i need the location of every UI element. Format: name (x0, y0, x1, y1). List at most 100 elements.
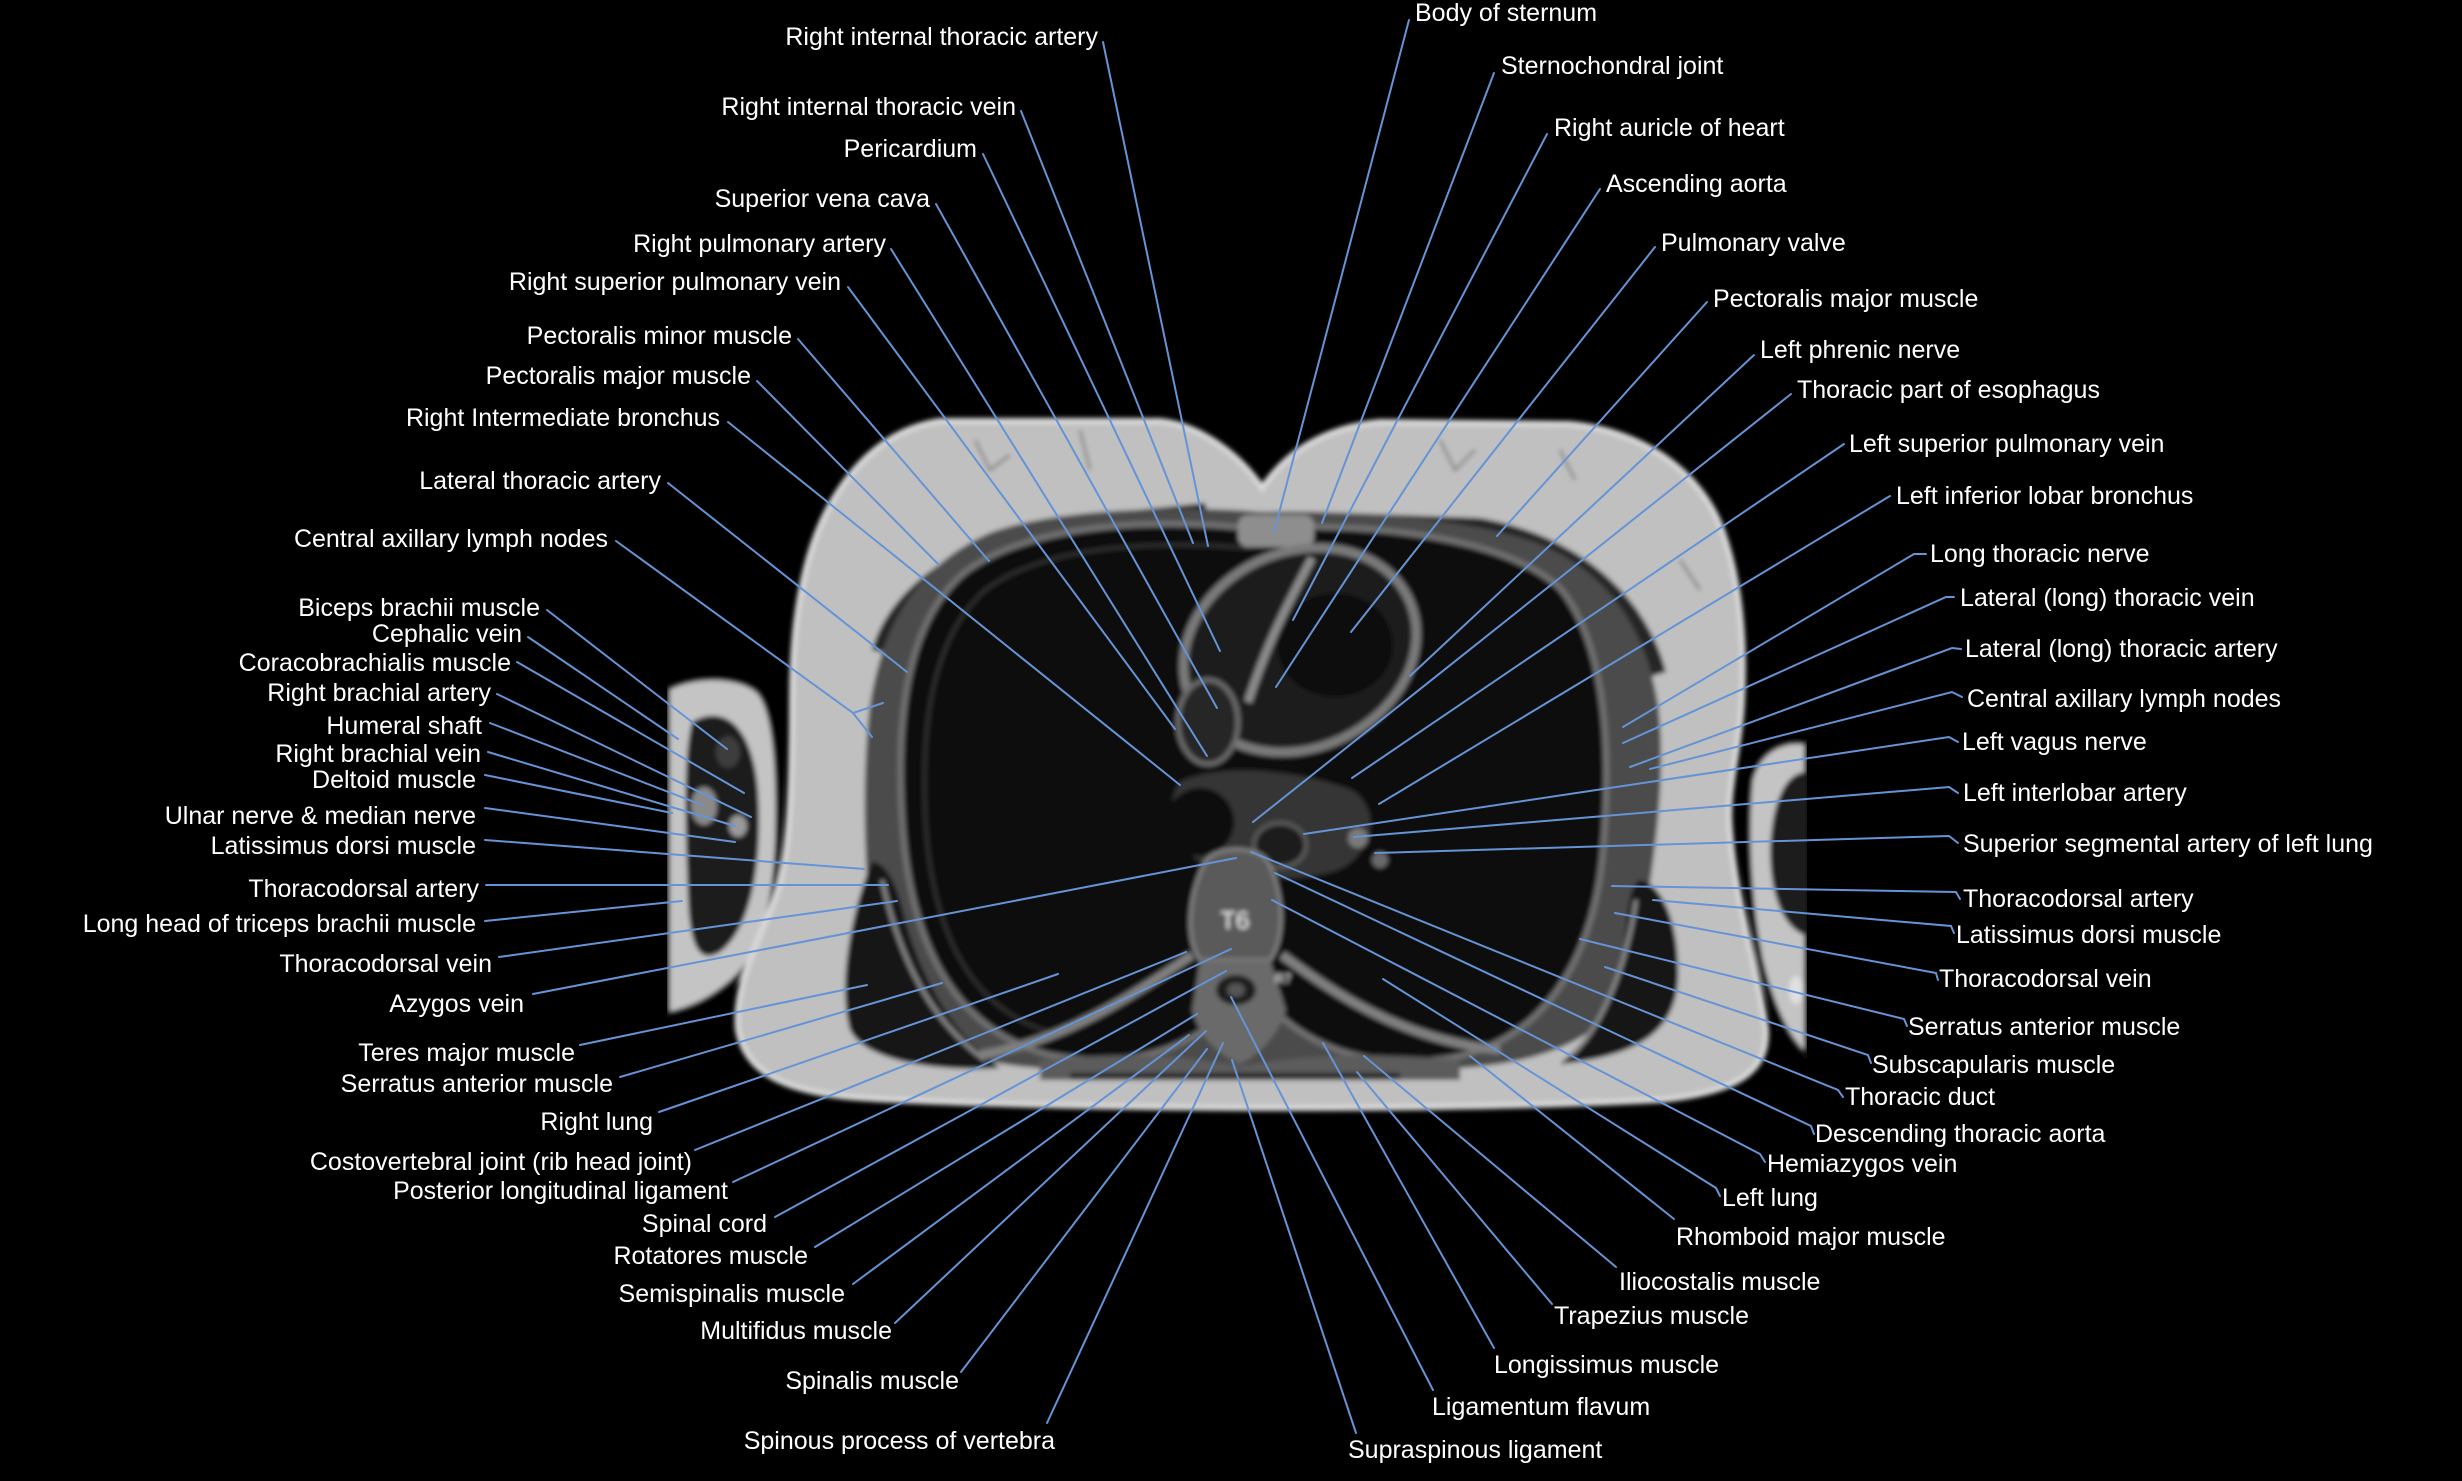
leader-line (1273, 19, 1410, 533)
label-text: Left interlobar artery (1963, 779, 2187, 807)
label-text: Central axillary lymph nodes (294, 525, 608, 553)
label-text: Trapezius muscle (1554, 1302, 1749, 1330)
leader-line (1649, 690, 1963, 770)
label-text: Thoracic duct (1845, 1083, 1995, 1111)
label-text: Body of sternum (1415, 0, 1597, 27)
callout-lateral-long-thoracic-vein: Lateral (long) thoracic vein (1622, 584, 2255, 744)
leader-line (527, 636, 679, 740)
spinal-cord-shape (1227, 983, 1245, 997)
left-hilar-vessel-2 (1372, 852, 1388, 868)
callout-ascending-aorta: Ascending aorta (1275, 170, 1787, 688)
callout-rhomboid-major-muscle: Rhomboid major muscle (1469, 1055, 1946, 1251)
leader-line (1274, 872, 1815, 1135)
label-text: Left superior pulmonary vein (1849, 430, 2164, 458)
leader-line (1020, 110, 1194, 544)
leader-line (1579, 938, 1908, 1027)
leader-line (1611, 885, 1961, 900)
callout-rotatores-muscle: Rotatores muscle (613, 1013, 1198, 1270)
leader-line (1350, 246, 1656, 633)
callout-sternochondral-joint: Sternochondral joint (1321, 52, 1723, 524)
leader-line (756, 380, 940, 566)
label-text: Teres major muscle (358, 1039, 575, 1067)
leader-line (1622, 553, 1927, 728)
leader-line (1604, 966, 1872, 1064)
left-arm-vessels (1789, 976, 1803, 1004)
left-hilar-vessel-1 (1348, 828, 1368, 848)
label-text: Superior vena cava (715, 185, 931, 213)
intermediate-bronchus (1166, 788, 1234, 856)
callout-left-vagus-nerve: Left vagus nerve (1303, 728, 2147, 835)
leader-line (1321, 72, 1495, 524)
callout-ligamentum-flavum: Ligamentum flavum (1230, 996, 1650, 1421)
sternum (1238, 515, 1314, 547)
leader-line (1303, 735, 1959, 835)
label-text: Left phrenic nerve (1760, 336, 1960, 364)
leader-line (797, 338, 990, 562)
label-text: Pectoralis major muscle (1713, 285, 1978, 313)
callout-thoracodorsal-vein-image-left: Thoracodorsal vein (279, 900, 898, 978)
callout-left-lung: Left lung (1382, 978, 1818, 1212)
callout-thoracodorsal-artery-image-right: Thoracodorsal artery (1611, 885, 2194, 913)
leader-line (1496, 301, 1708, 537)
label-text: Spinal cord (642, 1210, 767, 1238)
callout-thoracic-part-of-esophagus: Thoracic part of esophagus (1252, 376, 2100, 823)
label-text: Posterior longitudinal ligament (393, 1177, 728, 1205)
label-text: Rotatores muscle (613, 1242, 808, 1270)
callout-spinalis-muscle: Spinalis muscle (785, 1048, 1208, 1395)
callout-supraspinous-ligament: Supraspinous ligament (1231, 1059, 1602, 1464)
leader-line (894, 1030, 1207, 1324)
leader-line (890, 248, 1208, 757)
callout-latissimus-dorsi-muscle-image-right: Latissimus dorsi muscle (1652, 899, 2221, 949)
leader-line (847, 286, 1176, 730)
leader-line (1275, 188, 1601, 688)
leader-line (487, 751, 736, 827)
callout-trapezius-muscle: Trapezius muscle (1356, 1071, 1749, 1330)
label-text: Right internal thoracic artery (785, 23, 1098, 51)
label-text: Left inferior lobar bronchus (1896, 482, 2193, 510)
label-text: Sternochondral joint (1501, 52, 1723, 80)
leader-line (1292, 133, 1548, 621)
label-text: Hemiazygos vein (1767, 1150, 1957, 1178)
callout-multifidus-muscle: Multifidus muscle (700, 1030, 1207, 1345)
callouts-left-column: Right internal thoracic artery Right int… (83, 23, 1237, 1455)
label-text: Lateral (long) thoracic vein (1960, 584, 2255, 612)
callout-central-axillary-lymph-nodes-image-left: Central axillary lymph nodes (294, 525, 884, 738)
leader-line (1622, 596, 1955, 744)
label-text: Lateral (long) thoracic artery (1965, 635, 2278, 663)
right-arm-inner (685, 715, 760, 956)
leader-line (1351, 443, 1845, 779)
leader-line (667, 482, 908, 673)
label-text: Subscapularis muscle (1872, 1051, 2115, 1079)
label-text: Semispinalis muscle (619, 1280, 845, 1308)
callout-thoracodorsal-vein-image-right: Thoracodorsal vein (1614, 912, 2152, 993)
label-text: Right superior pulmonary vein (509, 268, 841, 296)
leader-line (982, 153, 1221, 652)
leader-line (1356, 1071, 1553, 1305)
fat-septa (973, 429, 1702, 591)
callout-serratus-anterior-muscle-image-left: Serratus anterior muscle (341, 982, 943, 1098)
leader-line (1378, 495, 1891, 805)
leader-line (484, 900, 683, 922)
callout-pericardium: Pericardium (844, 135, 1221, 652)
callout-spinous-process-of-vertebra: Spinous process of vertebra (744, 1042, 1224, 1455)
callout-right-superior-pulmonary-vein: Right superior pulmonary vein (509, 268, 1176, 730)
callout-left-superior-pulmonary-vein: Left superior pulmonary vein (1351, 430, 2164, 779)
callout-right-internal-thoracic-artery: Right internal thoracic artery (785, 23, 1209, 547)
callout-pectoralis-major-muscle-image-right: Pectoralis major muscle (1496, 285, 1978, 537)
label-text: Cephalic vein (372, 620, 522, 648)
leader-line (546, 609, 728, 750)
callout-superior-vena-cava: Superior vena cava (715, 185, 1218, 709)
callout-posterior-longitudinal-ligament: Posterior longitudinal ligament (393, 948, 1232, 1205)
label-text: Descending thoracic aorta (1815, 1120, 2106, 1148)
label-text: Coracobrachialis muscle (239, 649, 511, 677)
leader-line (1046, 1042, 1224, 1424)
callout-body-of-sternum: Body of sternum (1273, 0, 1597, 533)
left-arm-inner (1770, 772, 1807, 936)
callout-right-brachial-artery: Right brachial artery (267, 679, 752, 818)
callout-descending-thoracic-aorta: Descending thoracic aorta (1274, 872, 2106, 1148)
callout-left-interlobar-artery: Left interlobar artery (1353, 779, 2187, 838)
brachial-vessels-right (729, 815, 747, 837)
leader-line (498, 900, 898, 958)
callout-long-head-of-triceps-brachii-muscle: Long head of triceps brachii muscle (83, 900, 683, 938)
label-text: Multifidus muscle (700, 1317, 892, 1345)
